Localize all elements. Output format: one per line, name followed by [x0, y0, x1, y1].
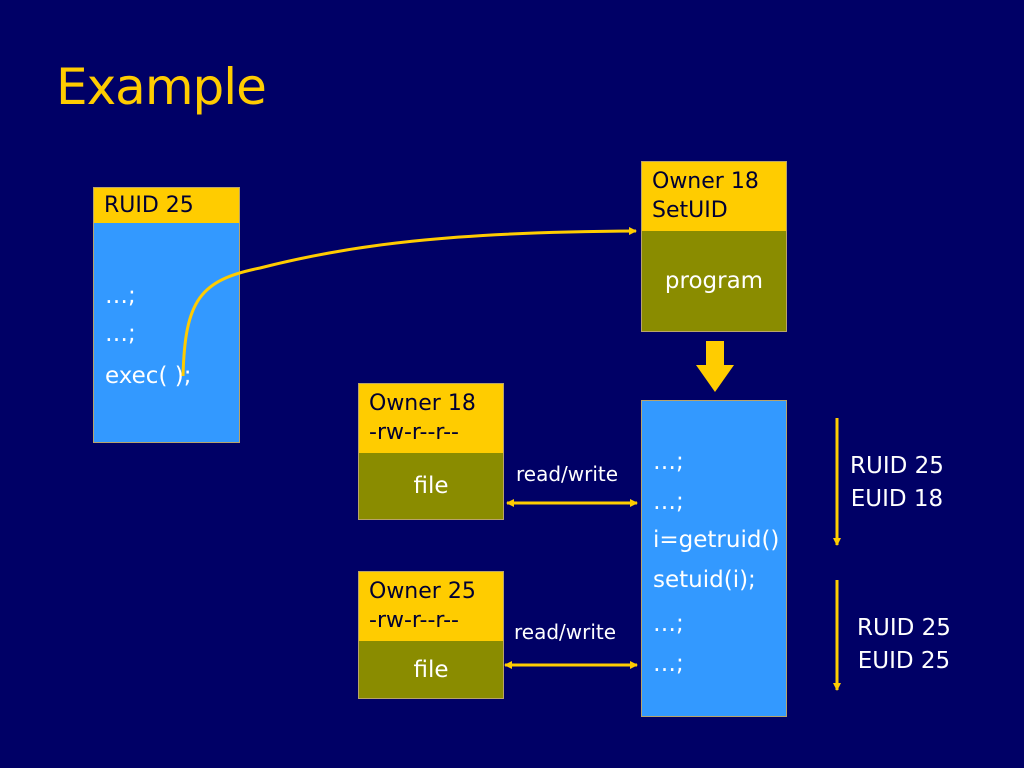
owner-label: Owner 25 [369, 579, 476, 604]
code-line: …; [105, 321, 136, 347]
slide-title: Example [56, 58, 267, 116]
caller-process-code: …; …; exec( ); [94, 223, 239, 442]
id-state-after-setuid: RUID 25 EUID 25 [857, 612, 951, 678]
getruid-line: i=getruid() [653, 527, 780, 553]
ruid-label: RUID 25 [857, 615, 951, 641]
ruid-label: RUID 25 [850, 453, 944, 479]
owner-label: Owner 18 [369, 391, 476, 416]
code-line: …; [653, 611, 684, 637]
file-label: file [359, 453, 503, 519]
setuid-label: SetUID [652, 198, 728, 223]
setuid-line: setuid(i); [653, 567, 756, 593]
file-label: file [359, 641, 503, 698]
caller-process-header: RUID 25 [94, 188, 239, 223]
read-write-label-1: read/write [516, 462, 619, 486]
code-line: …; [653, 489, 684, 515]
program-label: program [642, 231, 786, 331]
permissions-label: -rw-r--r-- [369, 420, 459, 445]
file-owner-18-header: Owner 18 -rw-r--r-- [359, 384, 503, 453]
euid-label: EUID 25 [857, 648, 951, 674]
caller-process-box: RUID 25 …; …; exec( ); [93, 187, 240, 443]
owner-label: Owner 18 [652, 169, 759, 194]
setuid-program-box: Owner 18 SetUID program [641, 161, 787, 332]
code-line: …; [653, 449, 684, 475]
exec-curve-arrow [181, 227, 637, 377]
id-state-before-setuid: RUID 25 EUID 18 [850, 450, 944, 516]
file-owner-25-header: Owner 25 -rw-r--r-- [359, 572, 503, 641]
exec-call-line: exec( ); [105, 363, 192, 389]
code-line: …; [653, 651, 684, 677]
program-to-process-arrow [696, 341, 734, 392]
euid-label: EUID 18 [850, 486, 944, 512]
setuid-program-header: Owner 18 SetUID [642, 162, 786, 231]
file-owner-18-box: Owner 18 -rw-r--r-- file [358, 383, 504, 520]
code-line: …; [105, 283, 136, 309]
read-write-label-2: read/write [514, 620, 617, 644]
file-owner-25-box: Owner 25 -rw-r--r-- file [358, 571, 504, 699]
permissions-label: -rw-r--r-- [369, 608, 459, 633]
running-process-box: …; …; i=getruid() setuid(i); …; …; [641, 400, 787, 717]
